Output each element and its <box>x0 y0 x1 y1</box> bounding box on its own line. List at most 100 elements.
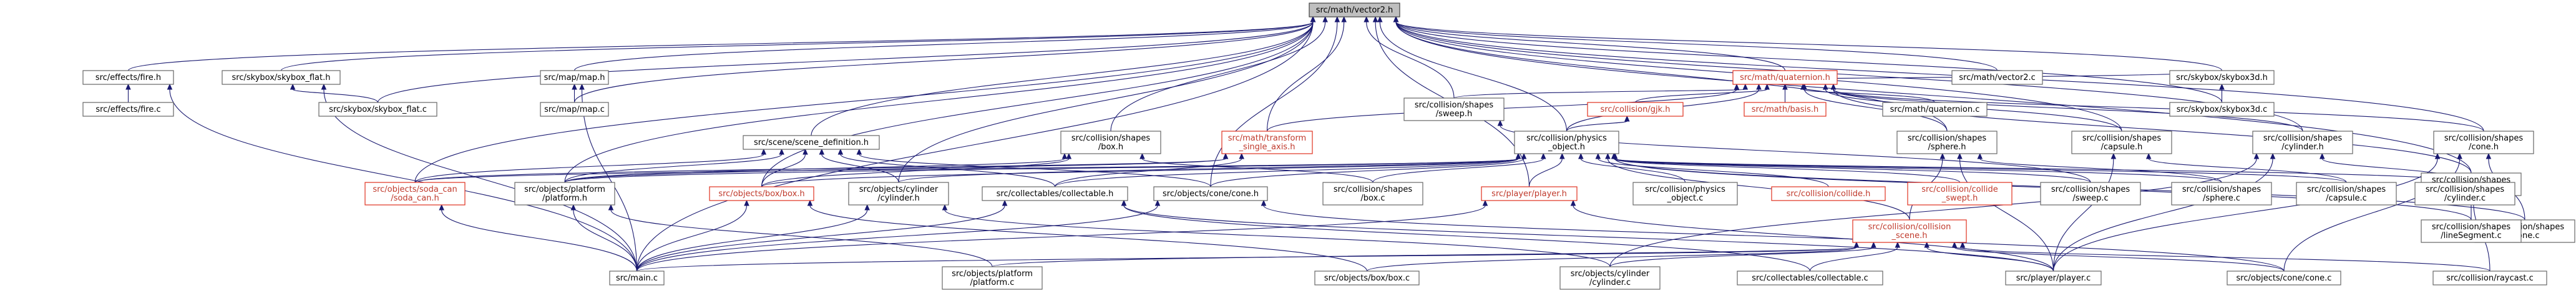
node-label: /platform.h <box>542 194 587 203</box>
edge-main-to-player-h <box>636 199 1488 272</box>
node-transform[interactable]: src/math/transform_single_axis.h <box>1221 131 1313 154</box>
node-scene-def[interactable]: src/scene/scene_definition.h <box>743 135 880 150</box>
edge-map-c-to-vec <box>573 16 1316 103</box>
node-fire-h[interactable]: src/effects/fire.h <box>82 70 174 85</box>
edge-vec-c-to-vec <box>1393 16 1998 71</box>
node-collect-h[interactable]: src/collectables/collectable.h <box>982 186 1128 201</box>
node-cone-shape-h[interactable]: src/collision/shapes/cone.h <box>2433 131 2534 154</box>
node-box <box>1481 186 1578 201</box>
node-label: src/collision/shapes <box>2432 222 2510 232</box>
node-gjk[interactable]: src/collision/gjk.h <box>1587 102 1684 117</box>
node-capsule-c[interactable]: src/collision/shapes/capsule.c <box>2296 182 2397 206</box>
node-map-h[interactable]: src/map/map.h <box>540 70 609 85</box>
node-shapes-box-c[interactable]: src/collision/shapes/box.c <box>1322 182 1423 206</box>
node-label: /sphere.h <box>1928 142 1966 152</box>
node-collide-h[interactable]: src/collision/collide.h <box>1771 186 1886 201</box>
node-cyl-shape-h[interactable]: src/collision/shapes/cylinder.h <box>2252 131 2353 154</box>
node-player-h[interactable]: src/player/player.h <box>1481 186 1578 201</box>
node-cyl-obj-h[interactable]: src/objects/cylinder/cylinder.h <box>848 182 949 206</box>
node-label: src/collision/shapes <box>2263 134 2342 143</box>
node-label: src/player/player.h <box>1491 189 1567 199</box>
node-box <box>2252 131 2353 154</box>
node-shapes-box-h[interactable]: src/collision/shapes/box.h <box>1060 131 1161 154</box>
node-box <box>1060 131 1161 154</box>
node-collect-c[interactable]: src/collectables/collectable.c <box>1737 271 1883 286</box>
node-box <box>1737 271 1883 286</box>
node-box-c[interactable]: src/objects/box/box.c <box>1314 271 1420 286</box>
edge-collect-c-to-collect-h <box>1121 199 1811 272</box>
node-label: src/map/map.c <box>544 105 605 114</box>
node-label: src/collision/gjk.h <box>1600 105 1670 114</box>
node-vec-c[interactable]: src/math/vector2.c <box>1951 70 2043 85</box>
edge-capsule-c-to-capsule-h <box>2145 152 2347 183</box>
node-capsule-h[interactable]: src/collision/shapes/capsule.h <box>2071 131 2172 154</box>
node-raycast[interactable]: src/collision/raycast.c <box>2432 271 2547 286</box>
node-cone-obj-h[interactable]: src/objects/cone/cone.h <box>1153 186 1268 201</box>
node-label: /box.h <box>1098 142 1123 152</box>
node-skyflat-c[interactable]: src/skybox/skybox_flat.c <box>318 102 437 117</box>
node-box <box>709 186 814 201</box>
edge-shapes-box-c-to-physics <box>1372 152 1546 183</box>
node-platform-c[interactable]: src/objects/platform/platform.c <box>942 266 1043 290</box>
node-physics[interactable]: src/collision/physics_object.h <box>1514 131 1619 154</box>
node-box <box>1744 102 1827 117</box>
node-label: src/scene/scene_definition.h <box>754 138 869 147</box>
node-box <box>2432 271 2547 286</box>
edge-player-c-to-sphere-h <box>1957 152 2054 272</box>
node-quat-h[interactable]: src/math/quaternion.h <box>1732 70 1838 85</box>
node-skyflat-h[interactable]: src/skybox/skybox_flat.h <box>222 70 341 85</box>
node-sky3d-h[interactable]: src/skybox/skybox3d.h <box>2169 70 2275 85</box>
node-label: src/collision/shapes <box>2426 185 2504 194</box>
node-label: _swept.h <box>1941 194 1978 203</box>
node-sweep-c[interactable]: src/collision/shapes/sweep.c <box>2040 182 2141 206</box>
node-map-c[interactable]: src/map/map.c <box>540 102 609 117</box>
node-main[interactable]: src/main.c <box>609 271 665 286</box>
edge-box-h-to-scene-def <box>761 148 808 187</box>
node-phys-c[interactable]: src/collision/physics_object.c <box>1632 182 1738 206</box>
node-box <box>1559 266 1661 290</box>
node-soda[interactable]: src/objects/soda_can/soda_can.h <box>364 182 466 206</box>
edge-main-to-fire-h <box>167 83 638 272</box>
node-sphere-c[interactable]: src/collision/shapes/sphere.c <box>2171 182 2272 206</box>
node-box <box>609 271 665 286</box>
node-label: src/collision/shapes <box>2051 185 2130 194</box>
node-cyl-shape-c[interactable]: src/collision/shapes/cylinder.c <box>2414 182 2515 206</box>
edge-platform-c-to-platform-h <box>608 204 993 267</box>
node-label: /platform.c <box>970 278 1015 287</box>
node-line-c[interactable]: src/collision/shapes/lineSegment.c <box>2421 219 2522 243</box>
node-platform-h[interactable]: src/objects/platform/platform.h <box>514 182 615 206</box>
edge-box-h-to-shapes-box-h <box>761 152 1072 187</box>
node-quat-c[interactable]: src/math/quaternion.c <box>1882 102 1988 117</box>
node-cone-obj-c[interactable]: src/objects/cone/cone.c <box>2227 271 2341 286</box>
edge-main-to-skyflat-h <box>321 83 638 272</box>
edge-main-to-collect-h <box>636 199 1008 272</box>
edge-sky3d-c-to-vec <box>1393 16 2223 103</box>
node-sky3d-c[interactable]: src/skybox/skybox3d.c <box>2169 102 2275 117</box>
node-box <box>1771 186 1886 201</box>
edge-cone-obj-c-to-cone-shape-h <box>2283 152 2462 272</box>
node-box <box>2414 182 2515 206</box>
node-box <box>1951 70 2043 85</box>
node-vec[interactable]: src/math/vector2.h <box>1309 2 1400 17</box>
node-fire-c[interactable]: src/effects/fire.c <box>82 102 174 117</box>
edge-quat-h-to-vec <box>1393 16 1786 71</box>
node-sweep-h[interactable]: src/collision/shapes/sweep.h <box>1403 97 1505 121</box>
edge-sweep-h-to-vec <box>1364 16 1455 99</box>
node-sphere-h[interactable]: src/collision/shapes/sphere.h <box>1896 131 1998 154</box>
node-coll-scene[interactable]: src/collision/collision_scene.h <box>1852 219 1967 243</box>
node-basis[interactable]: src/math/basis.h <box>1744 102 1827 117</box>
node-label: /sweep.h <box>1436 109 1472 119</box>
node-collide-sw[interactable]: src/collision/collide_swept.h <box>1907 182 2012 206</box>
edge-phys-c-to-physics <box>1578 152 1686 183</box>
node-label: src/player/player.c <box>2016 274 2091 283</box>
node-player-c[interactable]: src/player/player.c <box>2005 271 2102 286</box>
node-label: src/main.c <box>616 274 658 283</box>
node-label: src/math/quaternion.h <box>1740 73 1830 82</box>
edge-transform-to-vec <box>1266 16 1347 132</box>
node-cyl-obj-c[interactable]: src/objects/cylinder/cylinder.c <box>1559 266 1661 290</box>
node-box-h[interactable]: src/objects/box/box.h <box>709 186 814 201</box>
edge-sweep-h-to-quat-h <box>1453 83 1749 99</box>
edge-skyflat-c-to-skyflat-h <box>290 83 379 103</box>
node-label: src/collision/collide.h <box>1787 189 1871 199</box>
